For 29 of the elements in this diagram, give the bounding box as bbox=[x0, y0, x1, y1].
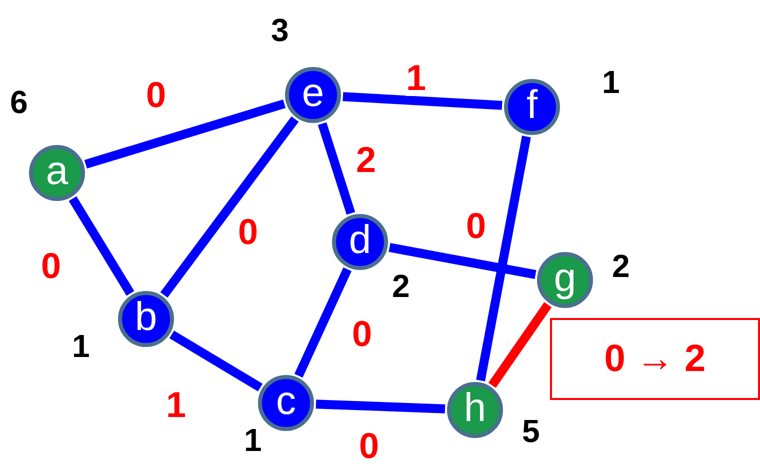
graph-edge bbox=[84, 99, 286, 169]
vertex-weight: 1 bbox=[602, 66, 620, 98]
vertex-label: e bbox=[302, 73, 324, 113]
vertex-label: h bbox=[464, 388, 486, 428]
vertex-weight: 5 bbox=[522, 415, 540, 447]
vertex-label: g bbox=[554, 258, 576, 298]
graph-edge bbox=[294, 267, 352, 378]
vertex-weight: 6 bbox=[10, 86, 28, 118]
vertex-weight: 1 bbox=[244, 424, 262, 456]
vertex-weight: 3 bbox=[271, 14, 289, 46]
graph-edge bbox=[169, 330, 263, 392]
graph-edge bbox=[476, 136, 531, 382]
graph-edge bbox=[342, 92, 502, 110]
graph-edge bbox=[388, 243, 536, 279]
note-text: 0 → 2 bbox=[604, 338, 706, 380]
graph-edge bbox=[68, 196, 134, 296]
vertex-label: f bbox=[526, 85, 538, 125]
vertex-weight: 2 bbox=[392, 270, 410, 302]
vertex-weight: 1 bbox=[72, 330, 90, 362]
graph-edge bbox=[160, 116, 299, 298]
graph-edge bbox=[488, 302, 552, 388]
vertex-label: c bbox=[276, 381, 296, 421]
note-box bbox=[550, 318, 760, 400]
vertex-label: b bbox=[134, 297, 158, 337]
graph-edge bbox=[316, 400, 446, 414]
vertex-label: a bbox=[46, 151, 68, 191]
graph-edge bbox=[318, 122, 356, 215]
vertex-label: d bbox=[348, 220, 372, 260]
vertex-weight: 2 bbox=[612, 250, 630, 282]
